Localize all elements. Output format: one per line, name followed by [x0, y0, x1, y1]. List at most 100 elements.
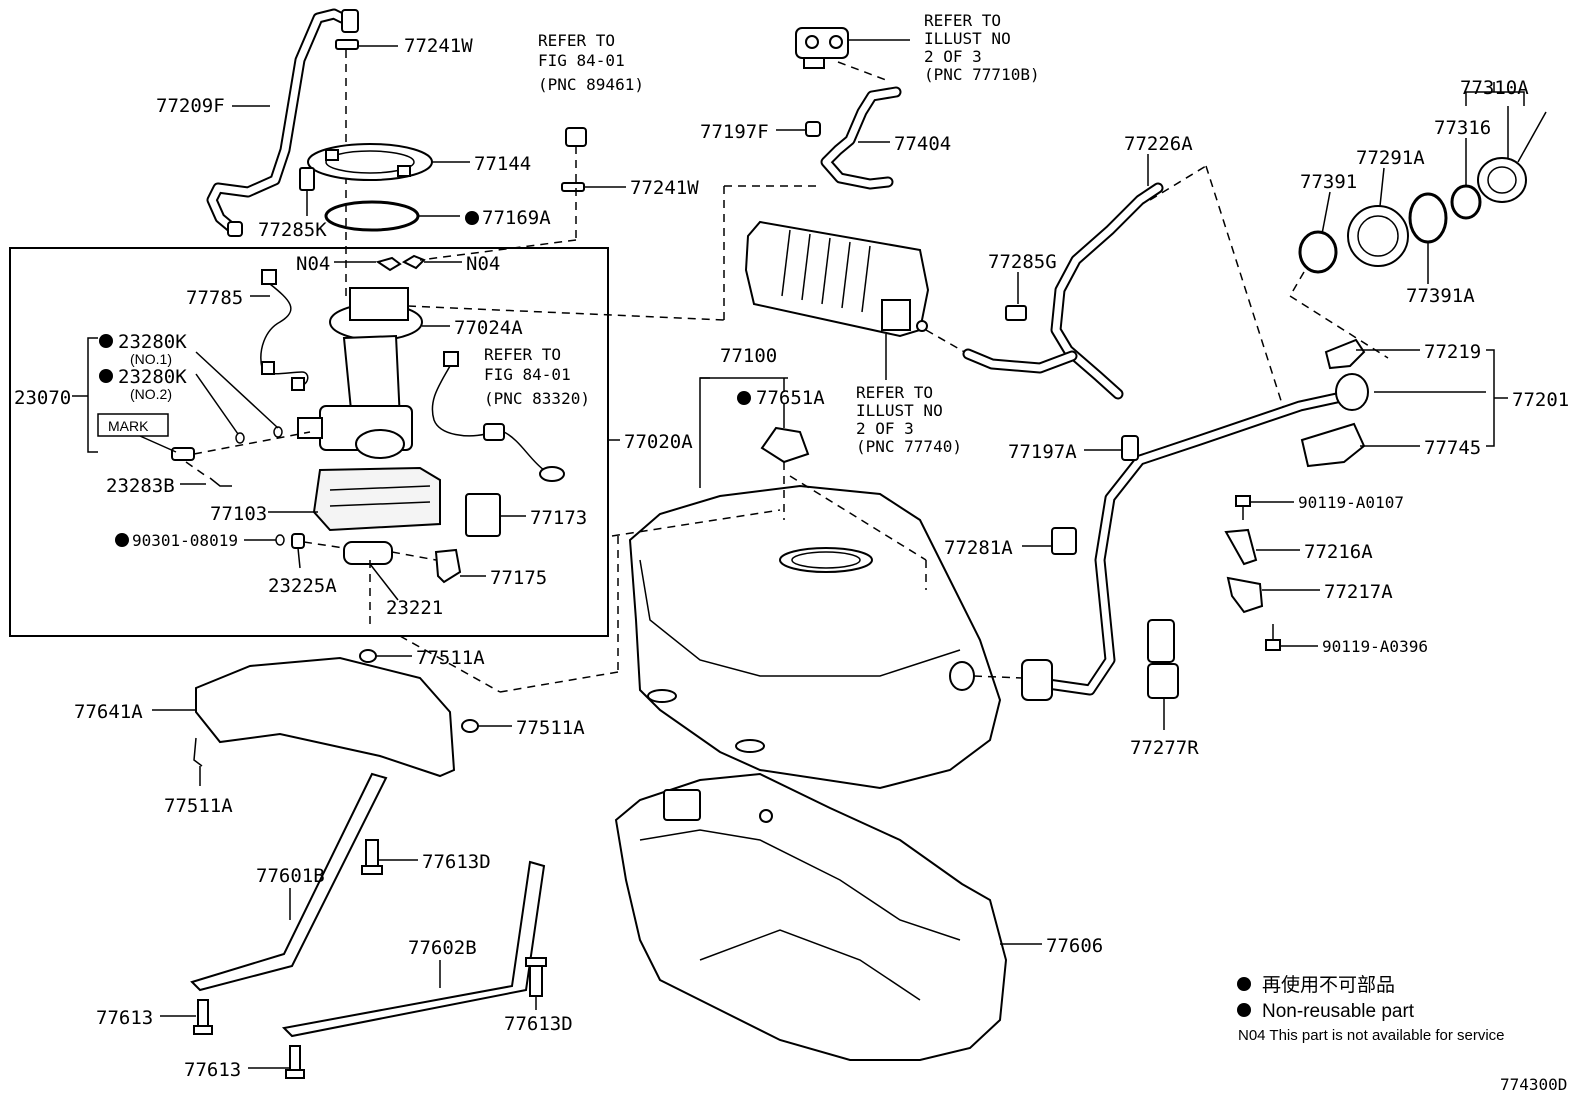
part-77103-filter — [312, 466, 441, 532]
part-77175-bracket — [434, 548, 462, 584]
label-77391a: 77391A — [1406, 285, 1475, 307]
label-refer-89461-3: (PNC 89461) — [538, 75, 644, 94]
label-77291a: 77291A — [1356, 147, 1425, 169]
part-77641a-insulator — [195, 656, 456, 778]
part-23283b-clip — [209, 477, 232, 487]
label-23280k-1: 23280K — [118, 331, 187, 353]
part-77216a-bracket — [1224, 528, 1258, 566]
label-refer-77710b-4: (PNC 77710B) — [924, 65, 1040, 84]
label-refer-77740-2: ILLUST NO — [856, 401, 943, 420]
label-n04-a: N04 — [296, 253, 330, 275]
part-23225a-cushion — [291, 533, 305, 549]
part-77197f-clamp — [805, 121, 821, 137]
part-77710b-valve — [795, 27, 849, 69]
label-refer-77710b-1: REFER TO — [924, 11, 1001, 30]
label-77511a-2: 77511A — [516, 717, 585, 739]
label-refer-77710b-2: ILLUST NO — [924, 29, 1011, 48]
part-n04-b — [401, 254, 426, 270]
part-89461-connector — [565, 127, 587, 147]
part-77100-fuel-tank — [628, 484, 1002, 790]
part-90119-a0396-bolt — [1265, 624, 1281, 651]
label-77024a: 77024A — [454, 317, 523, 339]
label-mark: MARK — [108, 418, 149, 434]
label-77285k: 77285K — [258, 219, 327, 241]
label-refer-83320-3: (PNC 83320) — [484, 389, 590, 408]
label-77226a: 77226A — [1124, 133, 1193, 155]
label-23225a: 23225A — [268, 575, 337, 597]
non-reusable-dot-77169a — [465, 211, 479, 225]
part-77217a-bracket — [1226, 576, 1264, 614]
label-90301-08019: 90301-08019 — [132, 531, 238, 550]
label-77391: 77391 — [1300, 171, 1357, 193]
part-77511a-clip-3 — [193, 737, 203, 767]
fuel-pump-assembly-box — [9, 247, 609, 637]
non-reusable-dot-77651a — [737, 391, 751, 405]
part-77144-lock-ring — [307, 143, 433, 181]
part-77281a-clamp — [1051, 527, 1077, 555]
label-77613-1: 77613 — [96, 1007, 153, 1029]
part-77404-hose — [820, 86, 902, 190]
part-77651a-pad — [760, 426, 810, 464]
part-77173-bracket — [465, 493, 501, 537]
legend-n04: N04 This part is not available for servi… — [1238, 1027, 1505, 1044]
legend-jp: 再使用不可部品 — [1262, 974, 1395, 996]
part-77606-protector — [614, 772, 1008, 1061]
label-77310a: 77310A — [1460, 77, 1529, 99]
label-77613d-2: 77613D — [504, 1013, 573, 1035]
part-77745-protector — [1300, 422, 1366, 468]
label-77219: 77219 — [1424, 341, 1481, 363]
part-77277r-hose — [1147, 619, 1179, 699]
label-77606: 77606 — [1046, 935, 1103, 957]
legend-dot-jp — [1237, 977, 1251, 991]
part-77316-ring — [1450, 184, 1482, 220]
part-77602b-strap — [281, 860, 546, 1038]
part-77511a-clip-1 — [359, 649, 377, 663]
label-77316: 77316 — [1434, 117, 1491, 139]
part-77740-canister — [744, 220, 930, 338]
label-77241w-top: 77241W — [404, 35, 473, 57]
part-77310a-fuel-cap — [1477, 111, 1547, 203]
label-77209f: 77209F — [156, 95, 225, 117]
label-77241w-mid: 77241W — [630, 177, 699, 199]
part-77024a-pump-module — [297, 287, 423, 459]
label-77785: 77785 — [186, 287, 243, 309]
part-77241w-clip-mid — [561, 182, 585, 192]
label-77613d-1: 77613D — [422, 851, 491, 873]
part-90119-a0107-bolt — [1235, 495, 1251, 520]
part-77613-bolt-2 — [285, 1045, 305, 1079]
part-n04-a — [375, 256, 402, 272]
label-77217a: 77217A — [1324, 581, 1393, 603]
part-77601b-strap — [190, 772, 388, 992]
mark-box — [97, 413, 169, 437]
label-77173: 77173 — [530, 507, 587, 529]
label-77201: 77201 — [1512, 389, 1569, 411]
part-77219-cover — [1324, 338, 1366, 370]
label-77144: 77144 — [474, 153, 531, 175]
part-77197a-clamp — [1121, 435, 1139, 461]
label-23283b: 23283B — [106, 475, 175, 497]
label-77511a-3: 77511A — [164, 795, 233, 817]
legend-en: Non-reusable part — [1262, 1001, 1415, 1022]
legend-dot-en — [1237, 1003, 1251, 1017]
part-77201-filler-pipe — [1021, 373, 1369, 701]
part-77291a-cap-housing — [1347, 205, 1409, 267]
part-90301-08019-oring — [275, 534, 285, 546]
label-77641a: 77641A — [74, 701, 143, 723]
label-23280k-2-no: (NO.2) — [130, 386, 172, 402]
part-77285g-clip — [1005, 305, 1027, 321]
label-77613-2: 77613 — [184, 1059, 241, 1081]
label-77020a: 77020A — [624, 431, 693, 453]
label-77404: 77404 — [894, 133, 951, 155]
part-77511a-clip-2 — [461, 719, 479, 733]
label-90119-a0107: 90119-A0107 — [1298, 493, 1404, 512]
label-23070: 23070 — [14, 387, 71, 409]
part-23280k-no1-oring — [273, 426, 283, 438]
label-77197f: 77197F — [700, 121, 769, 143]
part-77169a-gasket — [324, 200, 420, 232]
part-77613d-bolt-1 — [361, 839, 383, 875]
part-23280k-no2-oring — [235, 432, 245, 444]
label-77100: 77100 — [720, 345, 777, 367]
label-77745: 77745 — [1424, 437, 1481, 459]
part-83320-sender-harness — [431, 351, 565, 482]
label-77169a: 77169A — [482, 207, 551, 229]
